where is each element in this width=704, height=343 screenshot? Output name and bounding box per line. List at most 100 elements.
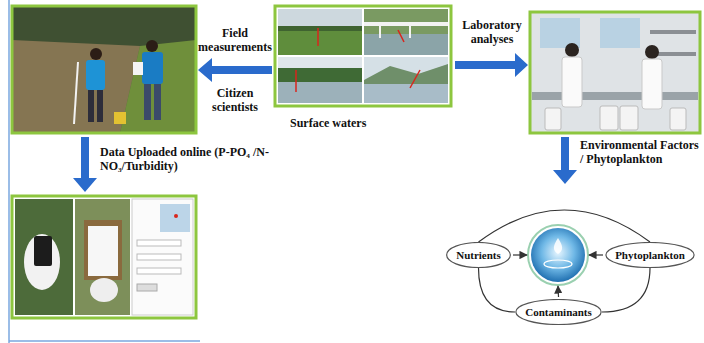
cycle-connector xyxy=(479,268,516,312)
grass xyxy=(15,199,73,315)
sky xyxy=(278,9,362,55)
cycle-connector xyxy=(602,268,650,312)
flow-arrow xyxy=(198,58,272,82)
sampling-pole xyxy=(74,62,78,124)
ellipse-node: Phytoplankton xyxy=(605,242,695,268)
river-water xyxy=(12,40,140,133)
caption-text: Citizen scientists xyxy=(196,86,274,114)
person-leg xyxy=(97,90,103,122)
bridge xyxy=(364,22,448,26)
water-ring xyxy=(528,225,588,285)
caption-text: Field measurements xyxy=(196,26,274,54)
lab-bench xyxy=(532,92,698,100)
sample-bag xyxy=(114,112,126,124)
input-box xyxy=(137,268,181,274)
ellipse-shape xyxy=(447,243,511,268)
flow-arrow xyxy=(73,137,97,192)
photo-border xyxy=(12,6,196,133)
site-marker xyxy=(295,70,297,92)
water-splash xyxy=(544,260,572,268)
leader-arrow xyxy=(589,254,603,255)
flow-arrow xyxy=(553,137,577,184)
clipboard xyxy=(84,220,122,280)
flow-arrow xyxy=(455,53,528,77)
photo-border xyxy=(275,6,451,106)
hills xyxy=(364,64,448,84)
clipboard xyxy=(133,62,143,75)
leader-arrow xyxy=(557,286,559,297)
sky xyxy=(278,57,362,103)
container xyxy=(670,108,686,130)
person-shirt xyxy=(142,52,163,84)
cycle-connector xyxy=(479,210,651,242)
field-photo xyxy=(12,6,196,133)
person-shirt xyxy=(86,60,105,90)
river-bank xyxy=(120,40,196,133)
grass xyxy=(75,199,130,315)
leader-arrow xyxy=(513,254,527,255)
photo-ground xyxy=(12,6,196,133)
ellipse-node: Nutrients xyxy=(446,242,511,268)
ellipse-shape xyxy=(606,243,694,268)
photo-ground xyxy=(12,196,196,318)
water xyxy=(364,34,448,55)
person-leg xyxy=(144,84,151,120)
caption-text: Surface waters xyxy=(290,116,430,130)
map xyxy=(160,204,190,232)
field xyxy=(278,30,362,55)
node-label: Nutrients xyxy=(456,249,501,262)
shelf xyxy=(650,30,696,34)
site-marker xyxy=(410,70,420,88)
window xyxy=(600,18,640,48)
input-box xyxy=(137,254,181,260)
person-leg xyxy=(154,84,161,120)
caption-text: Data Uploaded online (P-PO₄ /N-NO₃/Turbi… xyxy=(100,145,272,173)
phone xyxy=(34,236,52,266)
map-pin xyxy=(174,214,178,218)
ellipse-node: Contaminants xyxy=(515,299,602,325)
ellipse-shape xyxy=(516,300,601,325)
caption-text: Environmental Factors / Phytoplankton xyxy=(580,138,700,166)
paper xyxy=(88,226,118,276)
gloved-hand xyxy=(90,278,118,302)
caption-text: Laboratory analyses xyxy=(456,18,528,46)
person-head xyxy=(565,43,579,57)
lab-coat xyxy=(642,59,662,109)
upload-photo xyxy=(12,196,196,318)
photo-border xyxy=(12,196,196,318)
lab-wall xyxy=(530,12,700,133)
person-leg xyxy=(88,90,94,122)
frame-line xyxy=(9,340,200,342)
site-marker xyxy=(317,28,319,46)
lab-coat xyxy=(562,57,582,107)
frame-line xyxy=(8,0,10,343)
container xyxy=(620,106,638,130)
reservoir xyxy=(364,84,448,103)
bank xyxy=(364,9,448,55)
person-head xyxy=(645,45,659,59)
surface-waters-photo xyxy=(275,6,451,106)
person-head xyxy=(146,40,158,52)
container xyxy=(545,108,561,130)
bridge-pier xyxy=(379,26,381,38)
trees xyxy=(278,68,362,82)
web-form xyxy=(132,199,193,315)
sky xyxy=(364,57,448,103)
water-circle xyxy=(531,228,585,282)
gloved-hand xyxy=(24,234,60,290)
node-label: Contaminants xyxy=(525,306,592,319)
laboratory-photo xyxy=(530,12,700,133)
input-box xyxy=(137,240,181,246)
bridge-pier xyxy=(409,26,411,38)
site-marker xyxy=(398,30,404,42)
tree-line xyxy=(278,26,362,31)
node-label: Phytoplankton xyxy=(615,249,685,262)
button xyxy=(137,284,157,291)
tree-band xyxy=(12,6,196,46)
water-drop xyxy=(554,238,562,254)
photo-border xyxy=(530,12,700,133)
photo-ground xyxy=(275,6,451,106)
lake xyxy=(278,82,362,103)
person-head xyxy=(90,48,102,60)
